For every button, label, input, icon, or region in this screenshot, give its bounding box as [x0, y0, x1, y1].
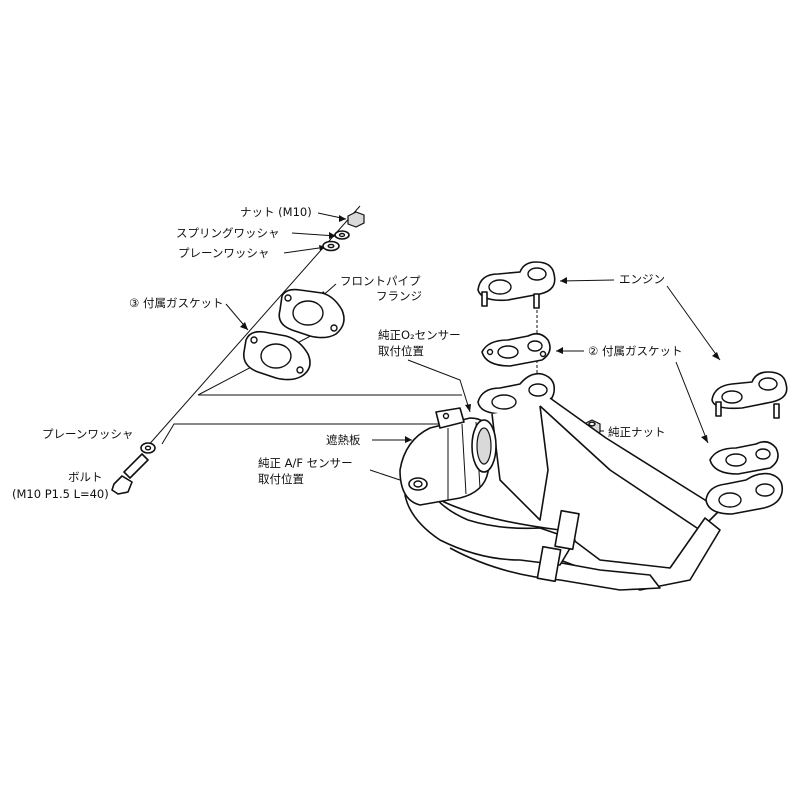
label-oem-nut: 純正ナット [608, 425, 666, 439]
label-front-pipe-flange-2: フランジ [376, 289, 422, 303]
label-nut: ナット (M10) [240, 205, 312, 219]
catalytic-converter [399, 407, 497, 506]
engine-flange-top [477, 261, 556, 309]
label-bolt-spec: (M10 P1.5 L=40) [12, 487, 109, 501]
label-plain-washer-top: プレーンワッシャ [178, 246, 270, 260]
label-gasket-3: ③ 付属ガスケット [129, 296, 224, 310]
label-engine: エンジン [619, 272, 665, 286]
bolt-part [111, 442, 156, 495]
label-spring-washer: スプリングワッシャ [176, 226, 280, 240]
label-gasket-2: ② 付属ガスケット [588, 344, 683, 358]
label-o2-sensor-1: 純正O₂センサー [378, 328, 461, 342]
label-bolt: ボルト [68, 470, 103, 484]
front-pipe-flange-gasket [278, 288, 345, 339]
label-plain-washer-left: プレーンワッシャ [42, 427, 134, 441]
engine-flange-right [711, 371, 788, 419]
gasket-3-part [242, 330, 311, 381]
label-heat-shield: 遮熱板 [326, 433, 361, 447]
exhaust-manifold [404, 372, 784, 591]
gasket-right [709, 440, 779, 475]
gasket-2-part [481, 332, 551, 367]
label-front-pipe-flange-1: フロントパイプ [340, 274, 421, 288]
nut-washer-stack [322, 211, 365, 252]
label-af-sensor-1: 純正 A/F センサー [258, 456, 353, 470]
label-o2-sensor-2: 取付位置 [378, 344, 424, 358]
label-af-sensor-2: 取付位置 [258, 472, 304, 486]
